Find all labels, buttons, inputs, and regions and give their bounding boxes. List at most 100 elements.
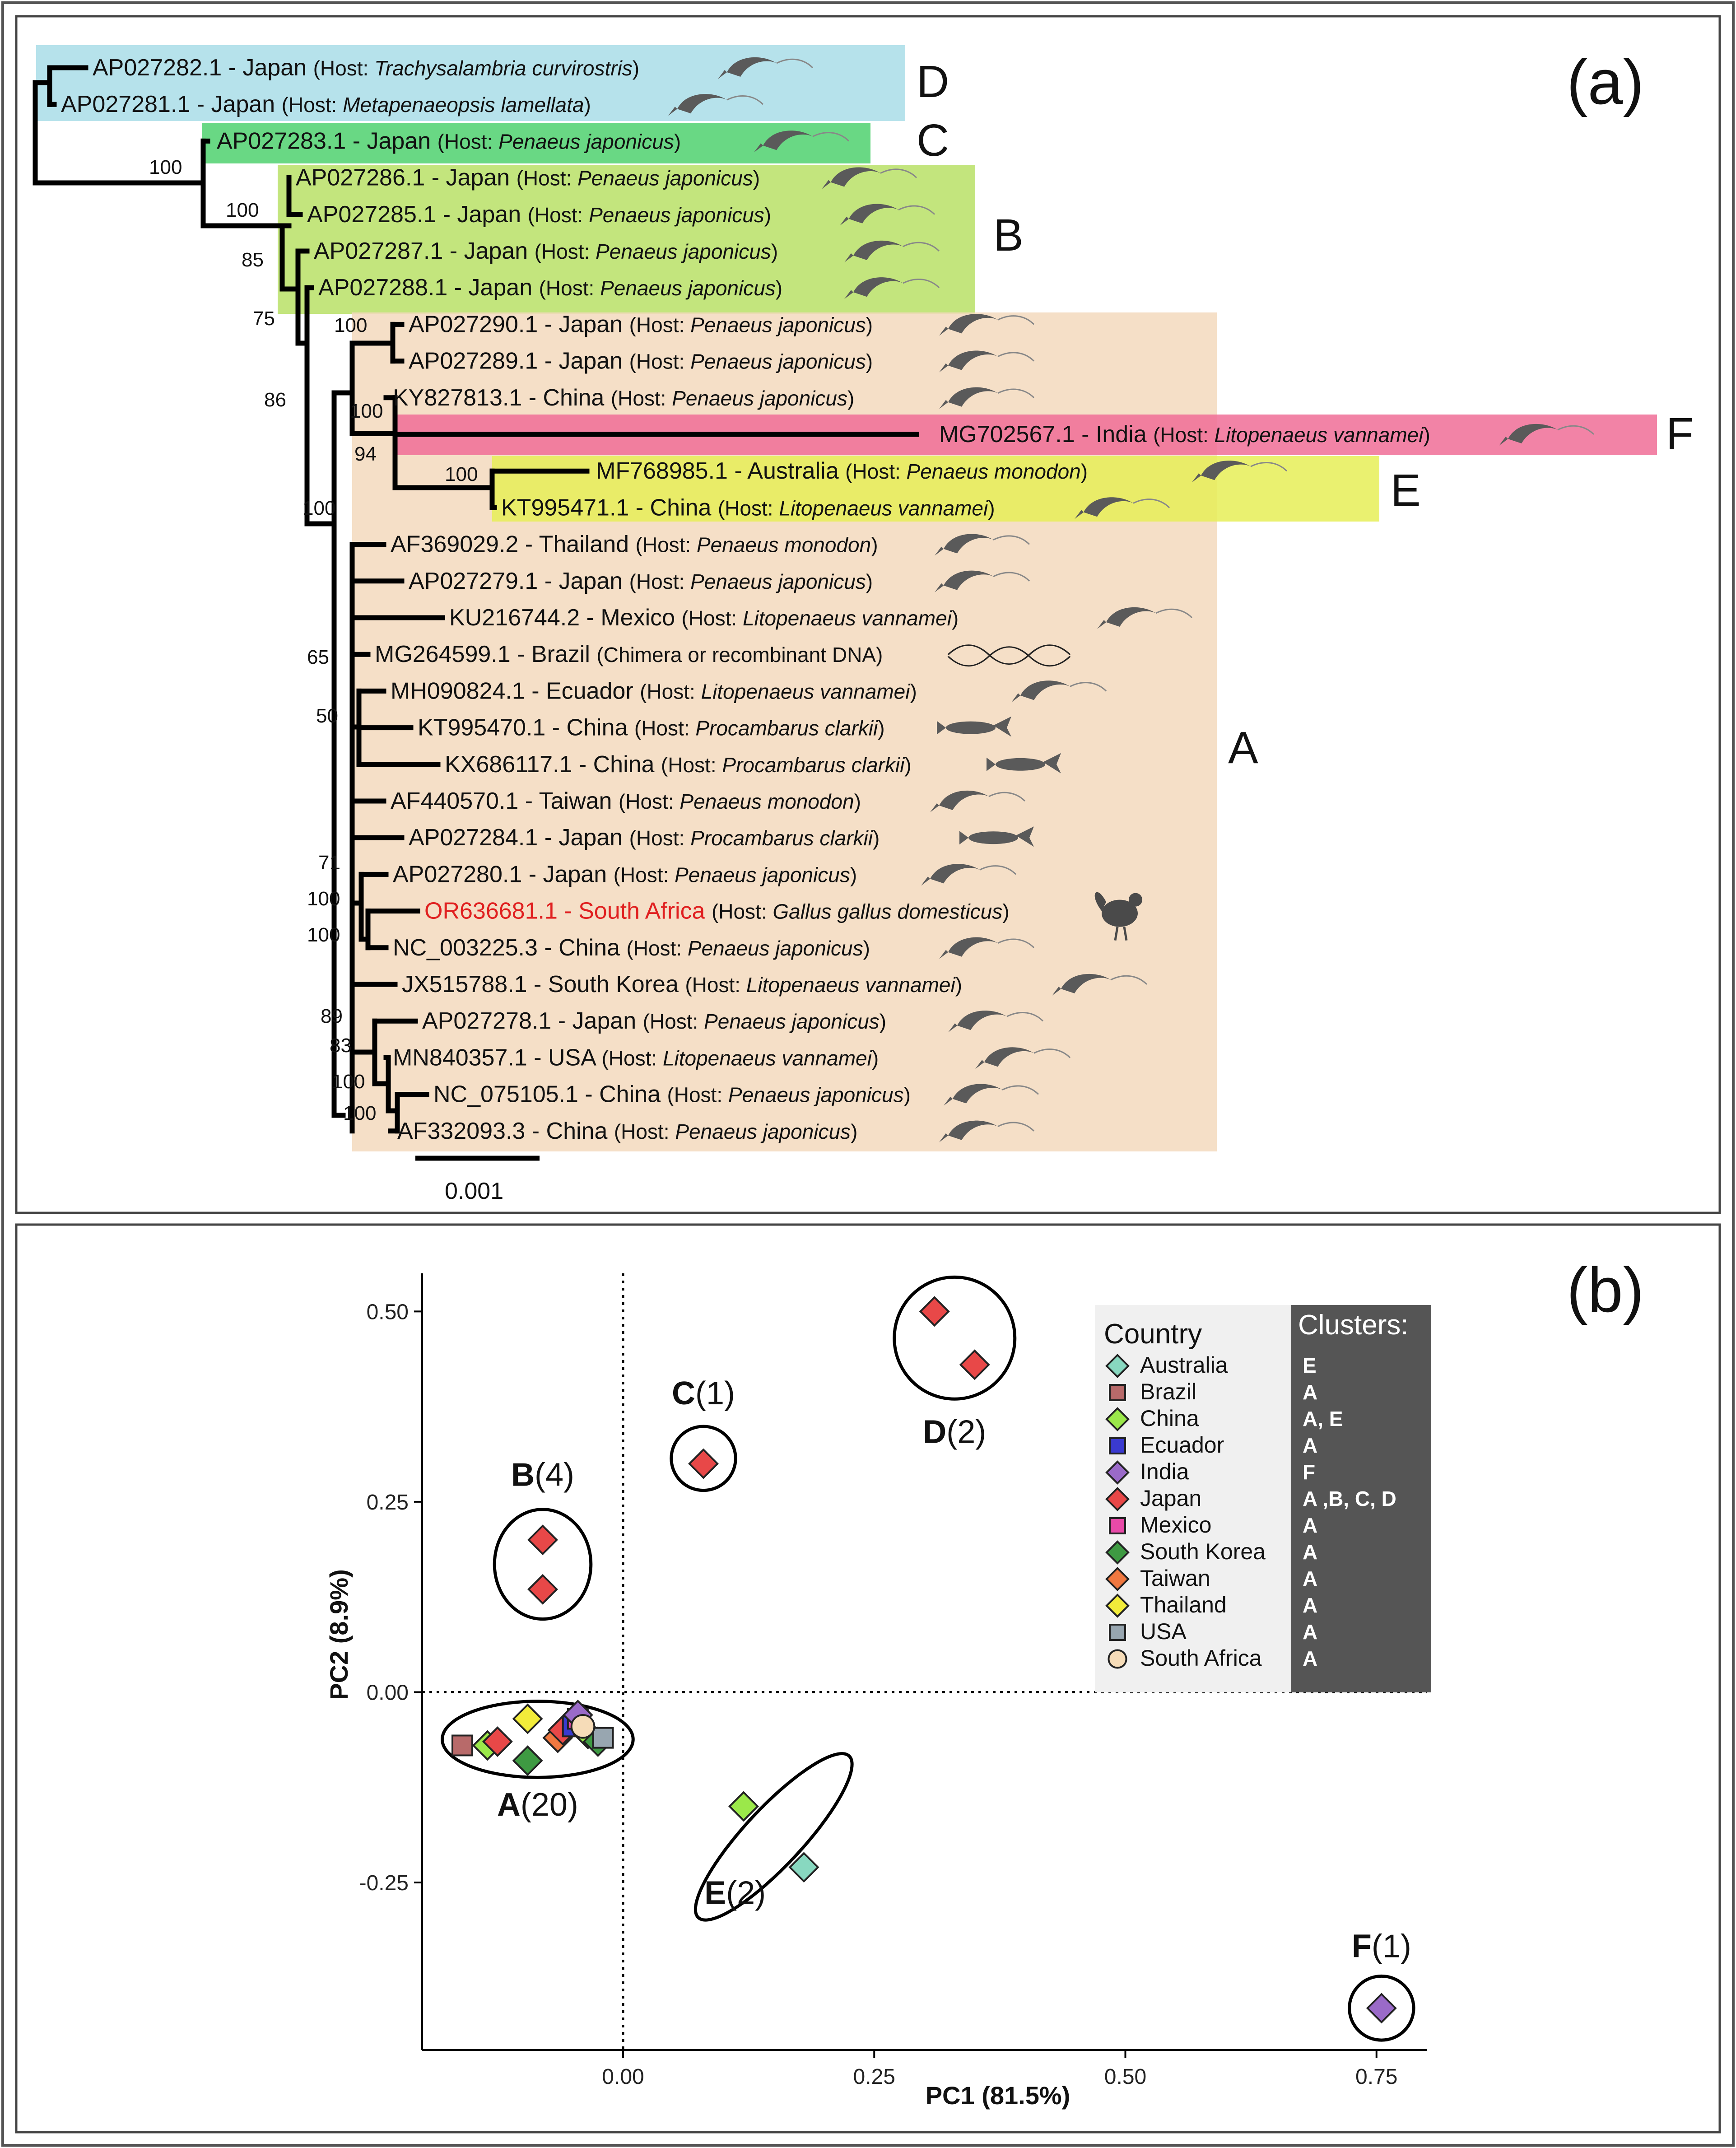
bootstrap-value: 100 [303,497,335,519]
bootstrap-value: 86 [264,389,286,411]
phylogenetic-tree-panel: 1001008575861001009410010065507110010089… [33,45,1694,1204]
tip-host-close: ) [850,863,857,886]
tip-label: AP027288.1 - Japan (Host: Penaeus japoni… [318,275,782,301]
tip-host-species: Penaeus japonicus [600,276,776,300]
tip-label: AP027280.1 - Japan (Host: Penaeus japoni… [393,861,857,887]
tip-host-close: ) [952,606,959,630]
tip-host-close: ) [851,1120,857,1143]
tip-accession: AP027283.1 - Japan [217,128,437,154]
legend-clusters: A, E [1303,1407,1343,1430]
tip-accession: JX515788.1 - South Korea [402,971,685,997]
bootstrap-value: 71 [318,852,340,874]
tip-host-species: Procambarus clarkii [690,826,874,850]
tip-host-species: Procambarus clarkii [722,753,905,777]
shrimp-icon [939,1120,1035,1142]
tip-host: (Host: [636,533,697,557]
tip-host: (Host: [614,1120,675,1143]
tip-accession: MF768985.1 - Australia [596,458,845,484]
cluster-ellipse-F [1348,1974,1415,2042]
tip-host-close: ) [847,387,854,410]
tip-label: AP027278.1 - Japan (Host: Penaeus japoni… [422,1008,886,1034]
tip-host-species: Penaeus japonicus [728,1083,904,1107]
data-point-south-korea [512,1745,543,1776]
y-tick-label: 0.00 [367,1681,409,1705]
panel-b-tag: (b) [1567,1254,1644,1325]
legend-country: South Africa [1140,1645,1262,1671]
legend-country: China [1140,1406,1199,1431]
cluster-ellipse-B [493,1508,593,1621]
tip-accession: AP027282.1 - Japan [93,55,313,81]
tip-host: (Host: [682,606,743,630]
tip-host-close: ) [633,56,639,80]
tip-host: (Host: [601,1046,662,1070]
tip-host-close: ) [584,93,591,116]
tip-label: JX515788.1 - South Korea (Host: Litopena… [402,971,962,997]
legend-country: Taiwan [1140,1566,1210,1591]
shrimp-icon [1499,424,1595,446]
tip-host-species: Penaeus monodon [907,460,1081,483]
shrimp-icon [668,94,764,116]
tip-accession: MN840357.1 - USA [393,1044,601,1071]
panel-a-frame [15,15,1721,1214]
tip-accession: OR636681.1 - South Africa [424,898,712,924]
tip-host-species: Penaeus japonicus [675,1120,851,1143]
bootstrap-value: 100 [226,199,259,221]
shrimp-icon [939,937,1035,959]
y-tick-label: 0.25 [367,1491,409,1514]
data-point-japan [919,1296,950,1327]
tip-accession: AP027279.1 - Japan [409,568,629,594]
bootstrap-value: 89 [321,1005,343,1027]
legend-key-brazil [1109,1384,1126,1401]
tip-label: KX686117.1 - China (Host: Procambarus cl… [445,751,912,778]
data-point-japan [482,1726,513,1757]
bootstrap-value: 100 [332,1071,365,1093]
bootstrap-value: 100 [334,314,367,336]
tip-host: (Host: [282,93,343,116]
tip-host: (Host: [611,387,672,410]
x-tick-label: 0.25 [853,2065,895,2089]
tip-host-close: ) [674,130,681,153]
pca-points [451,1296,1397,2024]
tip-host-close: ) [1002,900,1009,923]
tip-host: (Host: [626,937,687,960]
x-tick-label: 0.75 [1355,2065,1397,2089]
shrimp-icon [939,387,1035,409]
x-tick-label: 0.00 [602,2065,644,2089]
tip-label: KU216744.2 - Mexico (Host: Litopenaeus v… [449,605,959,631]
clade-box-C [202,123,870,163]
bootstrap-value: 65 [307,646,329,668]
legend-clusters-box [1291,1305,1431,1692]
legend-clusters: A [1303,1380,1317,1404]
legend-title: Country [1104,1319,1202,1350]
bootstrap-value: 100 [350,400,383,422]
legend-clusters-title: Clusters: [1298,1309,1409,1341]
cluster-label-D: D(2) [923,1414,986,1450]
data-point-india [1366,1993,1397,2024]
tip-host-species: Penaeus japonicus [498,130,674,153]
legend-key-thailand [1105,1594,1130,1618]
data-point-japan [959,1349,990,1380]
legend-clusters: A [1303,1647,1317,1670]
legend-key-india [1105,1460,1130,1485]
tip-accession: KU216744.2 - Mexico [449,605,682,631]
legend-clusters: A [1303,1567,1317,1590]
tip-host-close: ) [854,790,861,813]
tip-label: AF440570.1 - Taiwan (Host: Penaeus monod… [391,788,861,814]
legend-country: India [1140,1459,1189,1484]
shrimp-icon [921,864,1017,886]
bootstrap-value: 75 [253,308,275,330]
tip-accession: AP027286.1 - Japan [296,165,517,191]
cluster-label-C: C(1) [672,1375,735,1412]
shrimp-icon [754,130,850,153]
tip-host-close: ) [866,313,873,336]
tree-branches [33,65,919,1134]
tip-label: MG264599.1 - Brazil (Chimera or recombin… [375,641,883,667]
tip-label: AP027281.1 - Japan (Host: Metapenaeopsis… [61,91,591,117]
legend-clusters: A [1303,1540,1317,1564]
tip-host: (Host: [712,900,773,923]
tip-host: (Host: [685,973,746,997]
shrimp-icon [718,57,814,79]
tip-accession: AP027290.1 - Japan [409,311,629,337]
bootstrap-value: 100 [343,1102,376,1124]
cluster-label-A: A(20) [497,1787,578,1823]
